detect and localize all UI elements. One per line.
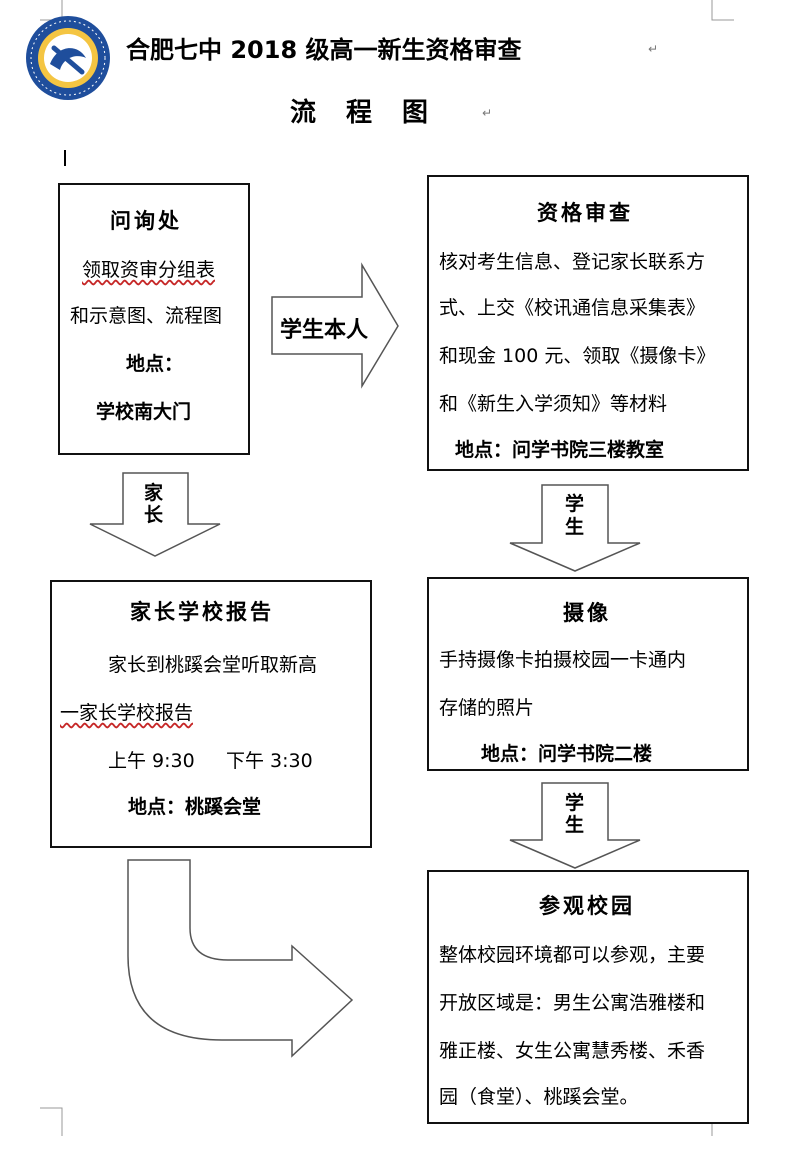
arrow-curved-to-tour xyxy=(127,859,354,1058)
paragraph-mark: ↵ xyxy=(482,106,493,120)
inquiry-location-label: 地点： xyxy=(126,353,184,375)
school-emblem-icon xyxy=(26,16,110,100)
tour-line-4: 园（食堂）、桃蹊会堂。 xyxy=(439,1086,639,1108)
parent-school-location: 地点：桃蹊会堂 xyxy=(128,796,262,818)
review-line-1: 核对考生信息、登记家长联系方 xyxy=(439,251,706,273)
inquiry-line-1: 领取资审分组表 xyxy=(82,259,216,281)
arrow-right-student-self xyxy=(271,262,399,389)
parent-school-morning: 上午 9:30 xyxy=(108,750,195,772)
tour-box: 参观校园 整体校园环境都可以参观，主要 开放区域是：男生公寓浩雅楼和 雅正楼、女… xyxy=(427,870,749,1124)
review-line-3: 和现金 100 元、领取《摄像卡》 xyxy=(439,345,716,367)
page-title: 合肥七中 2018 级高一新生资格审查 xyxy=(126,36,522,64)
arrow-label-student-1b: 生 xyxy=(565,516,585,538)
tour-heading: 参观校园 xyxy=(539,894,635,918)
review-line-4: 和《新生入学须知》等材料 xyxy=(439,393,668,415)
review-location: 地点：问学书院三楼教室 xyxy=(455,439,665,461)
arrow-label-student-2a: 学 xyxy=(565,792,585,814)
arrow-label-parent-1: 家 xyxy=(144,482,164,504)
arrow-label-student-self: 学生本人 xyxy=(280,318,369,343)
inquiry-box: 问询处 领取资审分组表 和示意图、流程图 地点： 学校南大门 xyxy=(58,183,250,455)
inquiry-line-2: 和示意图、流程图 xyxy=(70,305,223,327)
arrow-label-student-2b: 生 xyxy=(565,814,585,836)
tour-line-1: 整体校园环境都可以参观，主要 xyxy=(439,944,706,966)
review-line-2: 式、上交《校讯通信息采集表》 xyxy=(439,297,706,319)
text-cursor xyxy=(64,150,66,166)
parent-school-afternoon: 下午 3:30 xyxy=(226,750,313,772)
arrow-down-student-2 xyxy=(509,782,641,869)
arrow-label-student-1a: 学 xyxy=(565,493,585,515)
parent-school-heading: 家长学校报告 xyxy=(130,600,274,624)
tour-line-3: 雅正楼、女生公寓慧秀楼、禾香 xyxy=(439,1040,706,1062)
photo-location: 地点：问学书院二楼 xyxy=(481,743,653,765)
arrow-down-student-1 xyxy=(509,484,641,572)
parent-school-line-2: 一家长学校报告 xyxy=(60,702,194,724)
photo-line-1: 手持摄像卡拍摄校园一卡通内 xyxy=(439,649,687,671)
parent-school-box: 家长学校报告 家长到桃蹊会堂听取新高 一家长学校报告 上午 9:30 下午 3:… xyxy=(50,580,372,848)
parent-school-line-1: 家长到桃蹊会堂听取新高 xyxy=(108,654,318,676)
inquiry-heading: 问询处 xyxy=(110,209,182,233)
photo-box: 摄像 手持摄像卡拍摄校园一卡通内 存储的照片 地点：问学书院二楼 xyxy=(427,577,749,771)
review-box: 资格审查 核对考生信息、登记家长联系方 式、上交《校讯通信息采集表》 和现金 1… xyxy=(427,175,749,471)
inquiry-location: 学校南大门 xyxy=(96,401,192,423)
school-logo xyxy=(24,14,112,102)
page-subtitle: 流 程 图 xyxy=(290,98,431,128)
paragraph-mark: ↵ xyxy=(648,42,659,56)
photo-heading: 摄像 xyxy=(563,601,611,625)
arrow-label-parent-2: 长 xyxy=(144,504,164,526)
tour-line-2: 开放区域是：男生公寓浩雅楼和 xyxy=(439,992,706,1014)
arrow-down-parent xyxy=(89,472,221,557)
photo-line-2: 存储的照片 xyxy=(439,697,535,719)
review-heading: 资格审查 xyxy=(537,201,633,225)
